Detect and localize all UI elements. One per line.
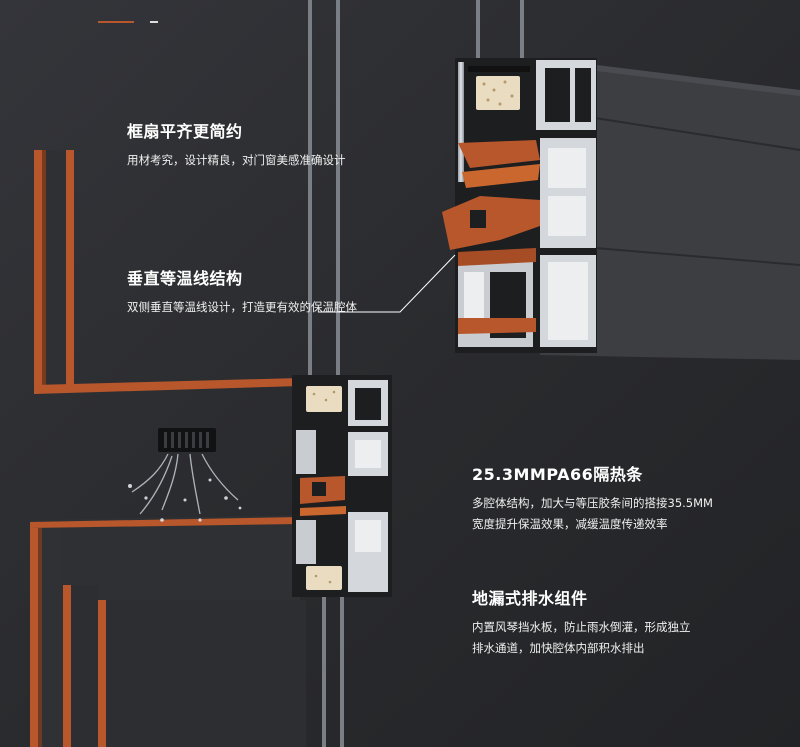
feature-isotherm: 垂直等温线结构 双侧垂直等温线设计，打造更有效的保温腔体 xyxy=(127,265,357,318)
glass-lines xyxy=(308,0,524,747)
feature-desc: 双侧垂直等温线设计，打造更有效的保温腔体 xyxy=(127,300,357,314)
pointer-line xyxy=(318,254,456,313)
feature-title: 地漏式排水组件 xyxy=(472,589,588,608)
feature-title: 25.3MMPA66隔热条 xyxy=(472,465,643,484)
feature-thermal-strip: 25.3MMPA66隔热条 多腔体结构，加大与等压胶条间的搭接35.5MM 宽度… xyxy=(472,461,713,535)
feature-desc-line-1: 多腔体结构，加大与等压胶条间的搭接35.5MM xyxy=(472,496,713,510)
deco-line-white xyxy=(150,21,158,23)
left-frame xyxy=(30,150,306,747)
feature-desc-line-1: 内置风琴挡水板，防止雨水倒灌，形成独立 xyxy=(472,620,691,634)
lower-profile xyxy=(292,375,392,597)
upper-profile xyxy=(442,58,800,360)
feature-desc-line-2: 排水通道，加快腔体内部积水排出 xyxy=(472,641,645,655)
deco-line-orange xyxy=(98,21,134,23)
feature-desc-line-2: 宽度提升保温效果，减缓温度传递效率 xyxy=(472,517,668,531)
feature-desc: 用材考究，设计精良，对门窗美感准确设计 xyxy=(127,153,346,167)
feature-drainage: 地漏式排水组件 内置风琴挡水板，防止雨水倒灌，形成独立 排水通道，加快腔体内部积… xyxy=(472,585,772,659)
drain-vent xyxy=(128,428,242,522)
feature-title: 垂直等温线结构 xyxy=(127,269,243,288)
feature-flush-frame: 框扇平齐更简约 用材考究，设计精良，对门窗美感准确设计 xyxy=(127,118,346,171)
feature-title: 框扇平齐更简约 xyxy=(127,122,243,141)
